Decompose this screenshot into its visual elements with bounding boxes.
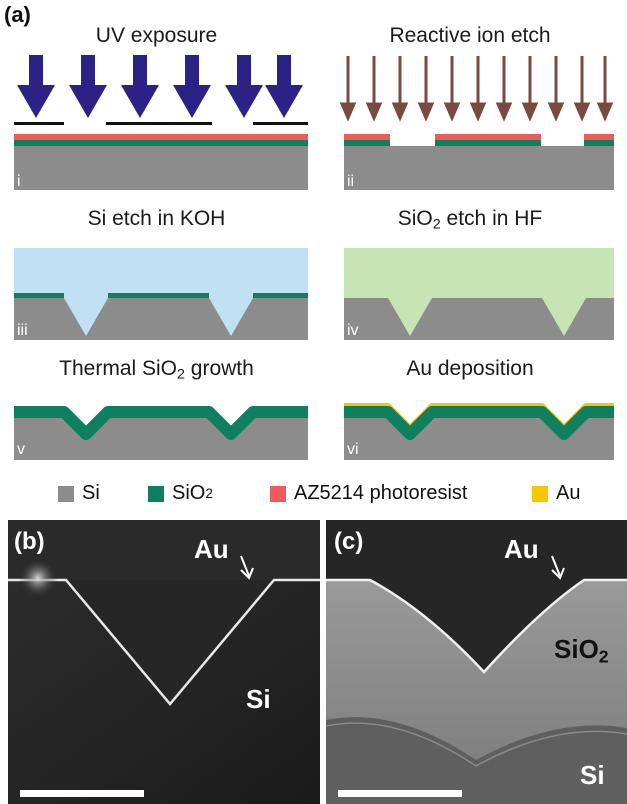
sio2-layer: [14, 140, 308, 146]
charging-spot: [18, 558, 58, 598]
step-iii-diagram: [14, 248, 308, 340]
rie-arrow: [469, 56, 487, 122]
au-swatch: [532, 485, 548, 502]
rie-arrow: [596, 56, 614, 122]
step-iii-number: iii: [17, 322, 28, 339]
panel-b-au-label: Au: [194, 534, 229, 564]
si-substrate: [344, 146, 614, 190]
photomask: [14, 122, 308, 125]
rie-arrows: [339, 56, 614, 122]
au-pointer-arrow: [240, 555, 250, 577]
sio2-layer: [344, 406, 614, 440]
step-ii-number: ii: [347, 173, 355, 190]
si-v-groove: [8, 580, 320, 804]
mask-bar: [106, 122, 212, 125]
scale-bar: [20, 790, 144, 797]
rie-arrow: [573, 56, 591, 122]
step-ii-title: Reactive ion etch: [389, 24, 551, 47]
step-vi-number: vi: [347, 441, 359, 458]
legend-item-photoresist: AZ5214 photoresist: [270, 482, 467, 505]
rie-arrow: [339, 56, 357, 122]
step-iv-diagram: [344, 248, 614, 340]
legend-item-au: Au: [532, 482, 580, 505]
sem-image-c: [326, 520, 627, 804]
si-substrate: [344, 418, 614, 460]
rie-arrow: [417, 56, 435, 122]
step-ii-diagram: [339, 56, 614, 190]
au-surface-line: [326, 578, 627, 674]
rie-arrow: [547, 56, 565, 122]
sio2-swatch: [148, 485, 164, 502]
step-iv-number: iv: [347, 322, 359, 339]
si-substrate: [14, 146, 308, 190]
uv-arrow: [265, 55, 303, 118]
step-i-number: i: [17, 173, 21, 190]
legend-item-si: Si: [58, 482, 100, 505]
process-schematic: [14, 55, 614, 460]
uv-arrow: [121, 55, 159, 118]
panel-c-si-label: Si: [580, 760, 605, 790]
step-i-title: UV exposure: [95, 24, 218, 47]
uv-arrow: [225, 55, 263, 118]
patterned-stack: [344, 134, 614, 146]
si-substrate: [14, 418, 308, 460]
uv-arrow: [17, 55, 55, 118]
si-substrate: [344, 298, 614, 340]
photoresist-swatch: [270, 485, 286, 502]
sem-image-b: [8, 520, 320, 804]
rie-arrow: [443, 56, 461, 122]
panel-c-sio2-label: SiO2: [554, 634, 609, 667]
step-vi-diagram: [344, 380, 614, 460]
panel-c-label: (c): [334, 528, 364, 555]
step-iii-title: Si etch in KOH: [87, 207, 226, 230]
si-swatch: [58, 485, 74, 502]
step-iv-title: SiO2 etch in HF: [397, 207, 543, 233]
scale-bar: [338, 790, 462, 797]
step-i-diagram: [14, 55, 308, 190]
uv-arrow: [69, 55, 107, 118]
si-substrate-region: [326, 717, 627, 804]
panel-b-label: (b): [14, 528, 45, 555]
panel-c-au-label: Au: [504, 534, 539, 564]
thermal-sio2-layer: [14, 406, 308, 440]
rie-arrow: [521, 56, 539, 122]
rie-arrow: [495, 56, 513, 122]
step-v-title: Thermal SiO2 growth: [59, 357, 254, 383]
au-pointer-arrow: [551, 555, 561, 577]
mask-bar: [14, 122, 64, 125]
sio2-mask: [14, 293, 308, 298]
step-vi-title: Au deposition: [406, 357, 534, 380]
uv-arrow: [173, 55, 211, 118]
panel-a-label: (a): [4, 2, 31, 27]
panel-b-si-label: Si: [246, 684, 271, 714]
step-v-diagram: [14, 380, 308, 460]
step-v-number: v: [17, 441, 25, 458]
photoresist-layer: [14, 134, 308, 140]
mask-bar: [253, 122, 308, 125]
uv-arrows: [17, 55, 303, 118]
rie-arrow: [391, 56, 409, 122]
rie-arrow: [365, 56, 383, 122]
